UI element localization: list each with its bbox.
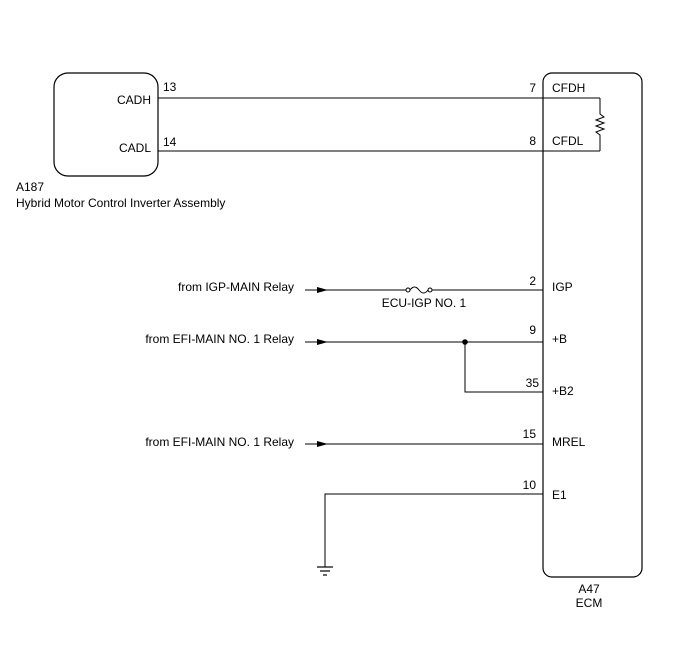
ecm-signal-b2: +B2 <box>552 384 574 398</box>
inverter-code: A187 <box>16 180 44 194</box>
ecm-signal-mrel: MREL <box>552 435 586 449</box>
wire-b2 <box>464 342 543 393</box>
ecm-box <box>542 72 643 578</box>
termination-resistor <box>594 98 606 151</box>
ecm-pin-2: 2 <box>529 274 536 288</box>
ecm-pin-9: 9 <box>529 323 536 337</box>
inverter-signal-cadl: CADL <box>119 141 151 155</box>
inverter-pin-13: 13 <box>163 80 177 94</box>
ecm-signal-b: +B <box>552 332 567 346</box>
ecm-pin-8: 8 <box>529 134 536 148</box>
ecm-pin-10: 10 <box>523 478 537 492</box>
ecm-signal-e1: E1 <box>552 488 567 502</box>
ecm-pin-35: 35 <box>526 376 540 390</box>
source-label-igp-main: from IGP-MAIN Relay <box>178 280 294 294</box>
wire-e1 <box>324 493 543 567</box>
ecm-code: A47 <box>578 582 600 596</box>
inverter-pin-14: 14 <box>163 135 177 149</box>
ecm-pin-7: 7 <box>529 81 536 95</box>
inverter-signal-cadh: CADH <box>117 93 151 107</box>
ground-icon <box>317 566 333 576</box>
inverter-box <box>53 72 159 177</box>
source-label-efi-main-1: from EFI-MAIN NO. 1 Relay <box>145 332 294 346</box>
ecm-signal-cfdh: CFDH <box>552 81 585 95</box>
fuse-terminal-left <box>405 287 411 293</box>
ecm-signal-cfdl: CFDL <box>552 134 584 148</box>
ecm-pin-15: 15 <box>523 427 537 441</box>
inverter-name: Hybrid Motor Control Inverter Assembly <box>16 196 225 210</box>
ecm-name: ECM <box>576 596 603 610</box>
fuse-label: ECU-IGP NO. 1 <box>382 296 467 310</box>
fuse-terminal-right <box>427 287 433 293</box>
fuse-symbol <box>409 286 429 294</box>
ecm-signal-igp: IGP <box>552 280 573 294</box>
source-label-efi-main-2: from EFI-MAIN NO. 1 Relay <box>145 435 294 449</box>
